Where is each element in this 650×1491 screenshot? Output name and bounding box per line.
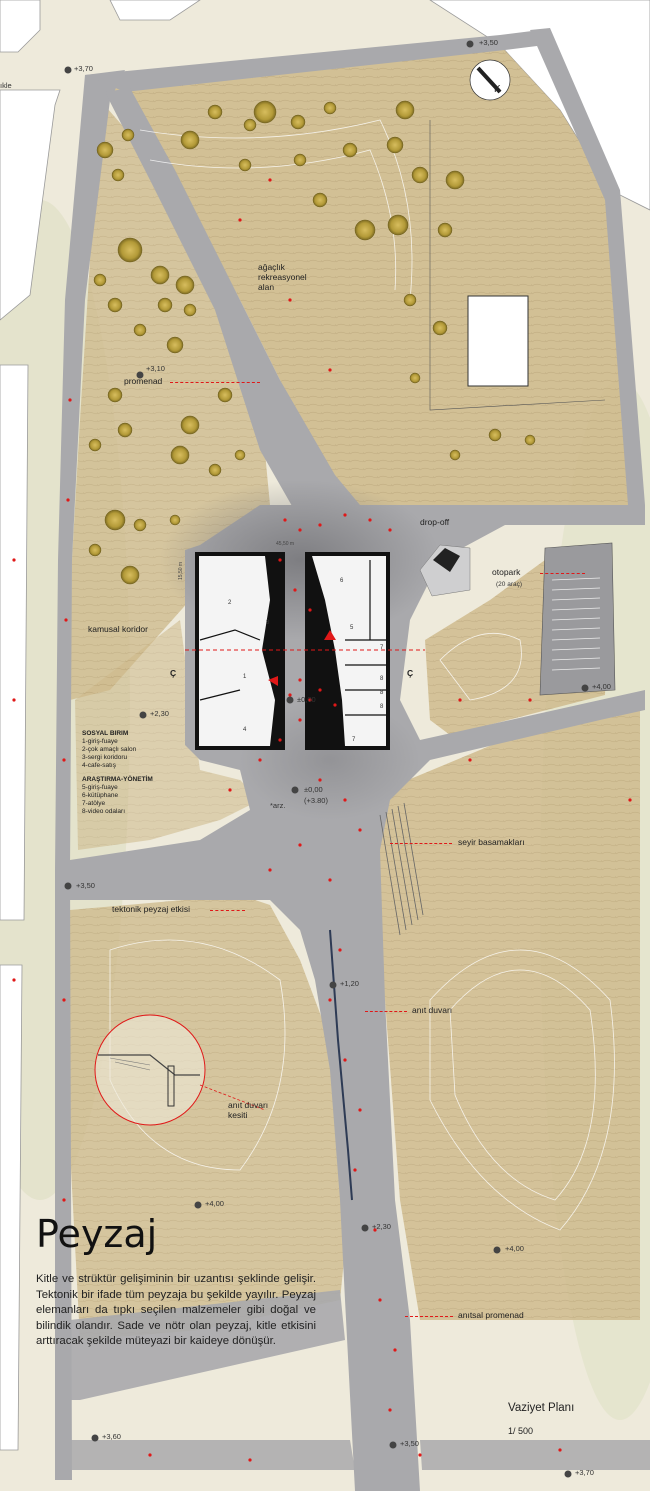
legend-item: 2-çok amaçlı salon xyxy=(82,746,137,753)
north-letter: K xyxy=(494,84,501,95)
legend-group2-title: ARAŞTIRMA-YÖNETİM xyxy=(82,776,153,783)
room-1: 1 xyxy=(243,674,247,680)
dropoff-shelter xyxy=(433,548,460,572)
label-seyir: seyir basamakları xyxy=(458,837,525,847)
legend-item: 1-giriş-fuaye xyxy=(82,738,118,745)
building-right-interior xyxy=(312,556,386,746)
anitsal-leader xyxy=(405,1316,453,1317)
anit-leader xyxy=(365,1011,407,1012)
level-230-bottom: +2,30 xyxy=(372,1222,391,1231)
label-promenad: promenad xyxy=(124,376,163,386)
room-5: 5 xyxy=(350,625,354,631)
dim-width: 45,50 m xyxy=(276,541,295,547)
label-arz: *arz. xyxy=(270,801,286,810)
label-c-right: Ç xyxy=(407,668,414,678)
label-anit-kesiti: anıt duvarı kesiti xyxy=(228,1100,269,1120)
seyir-leader xyxy=(390,843,452,844)
level-120: +1,20 xyxy=(340,979,359,988)
legend: SOSYAL BIRIM 1-giriş-fuaye 2-çok amaçlı … xyxy=(82,730,153,816)
level-370-top: +3,70 xyxy=(74,64,93,73)
page-title: Peyzaj xyxy=(36,1212,158,1256)
room-3: 3 xyxy=(266,620,270,626)
level-400-bottom: +4,00 xyxy=(205,1199,224,1208)
label-kamusal: kamusal koridor xyxy=(88,624,148,634)
trees xyxy=(88,100,536,585)
sports-field xyxy=(467,295,529,387)
wall-section-detail xyxy=(94,1014,206,1126)
label-otopark: otopark xyxy=(492,567,521,577)
legend-item: 5-giriş-fuaye xyxy=(82,784,118,791)
room-7b: 7 xyxy=(352,737,356,743)
building xyxy=(195,552,390,750)
label-dropoff: drop-off xyxy=(420,517,450,527)
north-zone-outline xyxy=(429,120,606,411)
room-8b: 8 xyxy=(380,690,384,696)
promenad-leader xyxy=(170,382,260,383)
parking-stalls xyxy=(551,577,601,671)
legend-item: 7-atölye xyxy=(82,800,106,807)
level-350-left: +3,50 xyxy=(76,881,95,890)
legend-item: 6-kütüphane xyxy=(82,792,119,799)
grass-north xyxy=(100,45,640,505)
level-000b: ±0,00 xyxy=(304,785,323,794)
room-7a: 7 xyxy=(380,645,384,651)
description-paragraph: Kitle ve strüktür gelişiminin bir uzantı… xyxy=(36,1273,316,1348)
dim-height: 15,50 m xyxy=(178,561,184,580)
viewing-steps xyxy=(379,802,424,936)
room-2: 2 xyxy=(228,600,232,606)
grass-southwest xyxy=(70,895,350,1340)
level-350-top: +3,50 xyxy=(479,38,498,47)
room-4: 4 xyxy=(243,727,247,733)
level-400-br: +4,00 xyxy=(505,1244,524,1253)
legend-group1-title: SOSYAL BIRIM xyxy=(82,730,129,737)
level-000: ±0,00 xyxy=(297,695,316,704)
label-anit-duvari: anıt duvarı xyxy=(412,1005,453,1015)
level-380: (+3.80) xyxy=(304,796,328,805)
level-360: +3,60 xyxy=(102,1432,121,1441)
entry-arrow-center xyxy=(324,630,336,640)
plan-title: Vaziyet Planı xyxy=(508,1402,575,1414)
room-6: 6 xyxy=(340,578,344,584)
tektonik-leader xyxy=(210,910,245,911)
level-350-bottom: +3,50 xyxy=(400,1439,419,1448)
label-c-left: Ç xyxy=(170,668,177,678)
label-otopark-sub: (20 araç) xyxy=(496,581,523,588)
label-anitsal: anıtsal promenad xyxy=(458,1310,524,1320)
label-tektonik: tektonik peyzaj etkisi xyxy=(112,904,190,914)
entry-arrow-left xyxy=(268,676,278,686)
otopark-leader xyxy=(540,573,585,574)
room-8c: 8 xyxy=(380,704,384,710)
north-arrow xyxy=(469,59,511,101)
level-marker-icons xyxy=(64,40,589,1478)
legend-item: 3-sergi koridoru xyxy=(82,754,128,761)
legend-item: 4-cafe-satış xyxy=(82,762,116,769)
level-370-bottom: +3,70 xyxy=(575,1468,594,1477)
level-310: +3,10 xyxy=(146,364,165,373)
building-left-interior xyxy=(199,556,275,746)
contour-lines xyxy=(109,119,615,1231)
grass-west-mid xyxy=(75,620,260,850)
people-marks xyxy=(12,178,632,1462)
edge-label: ıkle xyxy=(0,81,12,90)
level-400-right: +4,00 xyxy=(592,682,611,691)
room-8a: 8 xyxy=(380,676,384,682)
road-network xyxy=(55,28,650,1491)
section-leader xyxy=(199,1084,266,1111)
grass-east-mid xyxy=(360,700,640,1320)
label-agaclik: ağaçlık rekreasyonel alan xyxy=(258,262,307,292)
level-230: +2,30 xyxy=(150,709,169,718)
plan-scale: 1/ 500 xyxy=(508,1426,534,1436)
legend-item: 8-video odaları xyxy=(82,808,125,815)
